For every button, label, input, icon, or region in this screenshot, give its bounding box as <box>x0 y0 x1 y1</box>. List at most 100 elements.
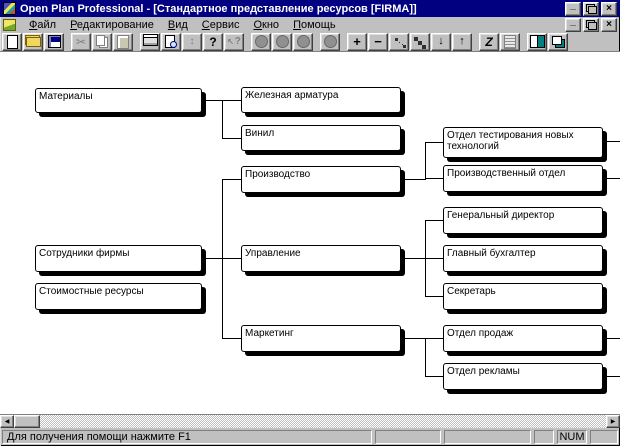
connector-line <box>425 376 443 377</box>
status-panel-4 <box>534 430 554 444</box>
connector-line <box>401 179 425 180</box>
connector-line <box>202 258 222 259</box>
page-icon <box>4 34 20 49</box>
print-preview-button[interactable] <box>161 32 181 51</box>
child-minimize-icon: _ <box>570 15 576 27</box>
remove-item-button[interactable]: − <box>368 32 388 51</box>
connector-line <box>425 338 426 377</box>
node-label: Отдел продаж <box>447 328 514 339</box>
node-label: Сотрудники фирмы <box>39 248 130 259</box>
print-button[interactable] <box>140 32 160 51</box>
node-company-staff[interactable]: Сотрудники фирмы <box>35 245 202 272</box>
menu-item-edit[interactable]: Редактирование <box>70 18 154 31</box>
circle-icon <box>253 34 269 49</box>
node-management[interactable]: Управление <box>241 245 401 272</box>
folder-icon <box>25 34 41 49</box>
add-item-button[interactable]: + <box>347 32 367 51</box>
window-new-icon <box>550 34 566 49</box>
open-button[interactable] <box>23 32 43 51</box>
node-label: Секретарь <box>447 286 496 297</box>
child-minimize-button[interactable]: _ <box>565 15 581 32</box>
node-chief-accountant[interactable]: Главный бухгалтер <box>443 245 603 272</box>
document-icon[interactable] <box>3 18 16 31</box>
node-marketing[interactable]: Маркетинг <box>241 325 401 352</box>
menu-items: Файл Редактирование Вид Сервис Окно Помощь <box>22 18 561 32</box>
connector-line <box>607 141 620 142</box>
notes-button <box>500 32 520 51</box>
close-button[interactable]: × <box>601 1 617 16</box>
connector-line <box>401 338 425 339</box>
node-label: Отдел рекламы <box>447 366 520 377</box>
new-button[interactable] <box>2 32 22 51</box>
arrow-down-icon: ↓ <box>438 35 444 47</box>
paste-button <box>113 32 133 51</box>
connector-line <box>222 138 241 139</box>
child-close-button[interactable]: × <box>601 17 617 32</box>
node-new-tech-testing-dept[interactable]: Отдел тестирования новых технологий <box>443 127 603 158</box>
menu-item-window[interactable]: Окно <box>253 18 280 31</box>
horizontal-scrollbar[interactable]: ◀ ▶ <box>0 414 620 428</box>
move-up-button[interactable]: ↑ <box>452 32 472 51</box>
context-help-button: ? <box>224 32 244 51</box>
move-down-button[interactable]: ↓ <box>431 32 451 51</box>
connector-line <box>222 100 223 139</box>
minimize-icon: _ <box>570 0 576 11</box>
link-items-button[interactable] <box>389 32 409 51</box>
child-restore-button[interactable] <box>583 17 599 32</box>
chart-update-icon: ↕ <box>189 35 195 47</box>
restore-button[interactable] <box>583 1 599 16</box>
node-general-director[interactable]: Генеральный директор <box>443 207 603 234</box>
node-advertising-dept[interactable]: Отдел рекламы <box>443 363 603 390</box>
menu-item-service[interactable]: Сервис <box>201 18 240 31</box>
arrow-question-icon: ? <box>226 34 242 49</box>
menu-bar: Файл Редактирование Вид Сервис Окно Помощь _ … <box>0 15 620 32</box>
zigzag-view-button[interactable]: Z <box>479 32 499 51</box>
node-label: Стоимостные ресурсы <box>39 286 144 297</box>
connector-line <box>401 258 425 259</box>
save-button[interactable] <box>44 32 64 51</box>
status-bar: Для получения помощи нажмите F1 NUM <box>0 428 620 446</box>
window-controls: _ × <box>565 0 617 16</box>
node-secretary[interactable]: Секретарь <box>443 283 603 310</box>
node-production[interactable]: Производство <box>241 166 401 193</box>
scrollbar-thumb[interactable] <box>14 415 40 428</box>
link-dots-icon <box>391 34 407 49</box>
help-topics-button[interactable]: ? <box>203 32 223 51</box>
cut-button: ✂ <box>71 32 91 51</box>
plus-icon: + <box>353 34 361 49</box>
child-window-controls: _ × <box>565 15 617 32</box>
window-title: Open Plan Professional - [Стандартное пр… <box>20 2 417 15</box>
minimize-button[interactable]: _ <box>565 0 581 16</box>
connector-line <box>425 142 443 143</box>
node-label: Управление <box>245 248 301 259</box>
outline-steps-button[interactable] <box>410 32 430 51</box>
menu-item-file[interactable]: Файл <box>29 18 57 31</box>
scroll-left-button[interactable]: ◀ <box>0 415 14 428</box>
status-panel-6 <box>590 430 618 444</box>
circle-icon <box>274 34 290 49</box>
paste-icon <box>115 34 131 49</box>
connector-line <box>425 258 443 259</box>
printer-icon <box>142 34 158 49</box>
node-cost-resources[interactable]: Стоимостные ресурсы <box>35 283 202 310</box>
connector-line <box>202 100 241 101</box>
node-materials[interactable]: Материалы <box>35 88 202 113</box>
scroll-right-button[interactable]: ▶ <box>606 415 620 428</box>
copy-icon <box>94 34 110 49</box>
menu-item-help[interactable]: Помощь <box>293 18 336 31</box>
node-sales-dept[interactable]: Отдел продаж <box>443 325 603 352</box>
node-production-dept[interactable]: Производственный отдел <box>443 165 603 192</box>
application-icon[interactable] <box>3 2 16 15</box>
scroll-left-icon: ◀ <box>4 418 10 425</box>
status-panel-2 <box>375 430 441 444</box>
connector-line <box>222 258 241 259</box>
note-icon <box>502 34 518 49</box>
tool-4-button <box>320 32 340 51</box>
window-split-button[interactable] <box>527 32 547 51</box>
node-vinyl[interactable]: Винил <box>241 125 401 151</box>
menu-item-view[interactable]: Вид <box>167 18 188 31</box>
node-iron-fittings[interactable]: Железная арматура <box>241 87 401 113</box>
node-label: Маркетинг <box>245 328 294 339</box>
window-new-button[interactable] <box>548 32 568 51</box>
